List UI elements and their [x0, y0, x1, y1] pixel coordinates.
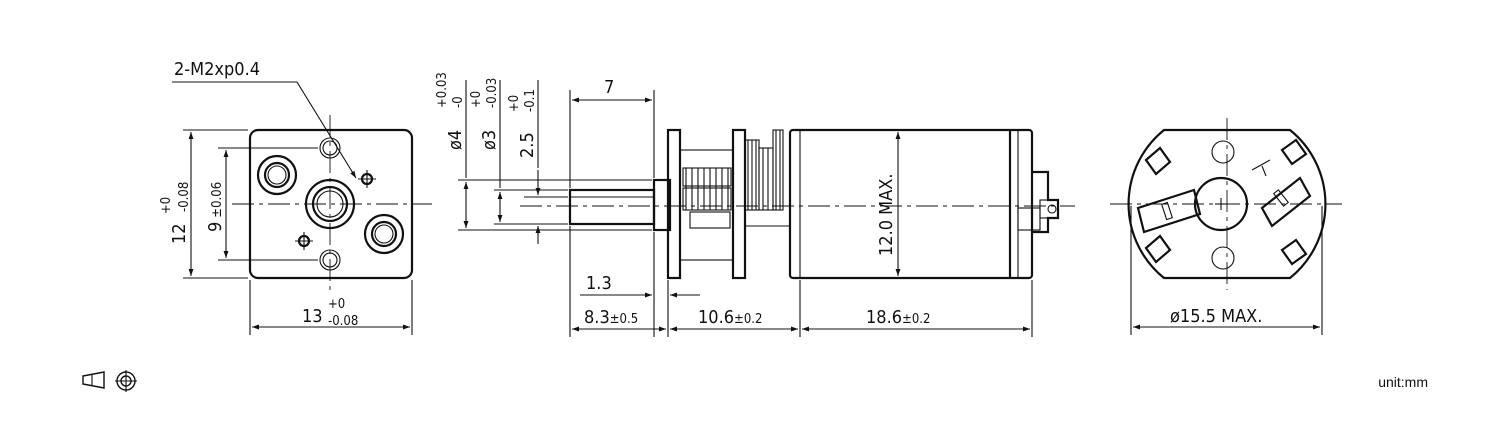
- end-vent-hole-top: [1211, 140, 1235, 164]
- unit-label: unit:mm: [1378, 374, 1428, 390]
- flat-tol-upper: +0: [507, 95, 522, 112]
- dia-3-tol-lower: -0.03: [485, 78, 500, 108]
- dia-3-dimension: ø3: [479, 130, 500, 150]
- end-view: ø15.5 MAX.: [1110, 118, 1342, 335]
- third-angle-projection-icon: [82, 370, 137, 392]
- shaft-bushing: [652, 178, 672, 232]
- pin-upper-right: [358, 170, 376, 188]
- output-shaft-boss: [304, 178, 356, 230]
- end-tab-top-left: [1144, 146, 1172, 176]
- front-view: 2-M2xp0.4 12 +0 -0.08 9±0.06 13 +0 -0.08: [159, 59, 432, 335]
- motor-height-dimension: 12.0 MAX.: [876, 174, 897, 256]
- gearbox-rear-plate: [731, 128, 747, 280]
- gearbox-length-dimension: 10.6±0.2: [698, 307, 762, 328]
- height-tol-upper: +0: [159, 197, 174, 214]
- height-dimension: 12: [169, 223, 190, 244]
- dia-4-tol-upper: +0.03: [435, 72, 450, 108]
- motor-end-outline: [1127, 128, 1327, 280]
- width-tol-upper: +0: [328, 297, 345, 312]
- flat-tol-lower: -0.1: [523, 89, 538, 112]
- width-tol-lower: -0.08: [328, 314, 358, 329]
- end-vent-hole-bottom: [1211, 246, 1235, 270]
- end-tab-top-right: [1280, 138, 1308, 166]
- dia-4-tol-lower: -0: [451, 96, 466, 108]
- bearing-hole-left: [256, 154, 298, 196]
- gear-train: [679, 129, 790, 261]
- end-cap-hub: [1193, 176, 1249, 232]
- shaft-total-dimension: 8.3±0.5: [584, 307, 638, 328]
- output-shaft: [568, 188, 656, 226]
- width-dimension: 13: [302, 306, 323, 327]
- brush-terminal-left: [1136, 188, 1202, 234]
- motor-terminal: [1017, 170, 1060, 234]
- shaft-length-dimension: 7: [604, 77, 614, 98]
- thread-callout: 2-M2xp0.4: [174, 59, 260, 80]
- motor-length-dimension: 18.6±0.2: [866, 307, 930, 328]
- flat-dimension: 2.5: [517, 132, 538, 158]
- end-diameter-dimension: ø15.5 MAX.: [1170, 306, 1262, 327]
- motor-body: [788, 128, 1034, 280]
- height-tol-lower: -0.08: [177, 182, 192, 212]
- brush-terminal-right: [1260, 176, 1312, 228]
- bearing-hole-right: [363, 213, 405, 255]
- side-view: ø4 +0.03 -0 ø3 +0 -0.03 2.5 +0 -0.1 7 1.…: [435, 72, 1075, 337]
- end-tab-bottom-left: [1144, 234, 1172, 264]
- pin-lower-left: [295, 232, 313, 250]
- end-tab-bottom-right: [1280, 238, 1308, 266]
- shoulder-dimension: 1.3: [586, 273, 612, 294]
- hole-spacing-dimension: 9±0.06: [205, 182, 226, 232]
- dia-4-dimension: ø4: [445, 130, 466, 150]
- threaded-hole-bottom: [319, 249, 341, 271]
- dia-3-tol-upper: +0: [469, 91, 484, 108]
